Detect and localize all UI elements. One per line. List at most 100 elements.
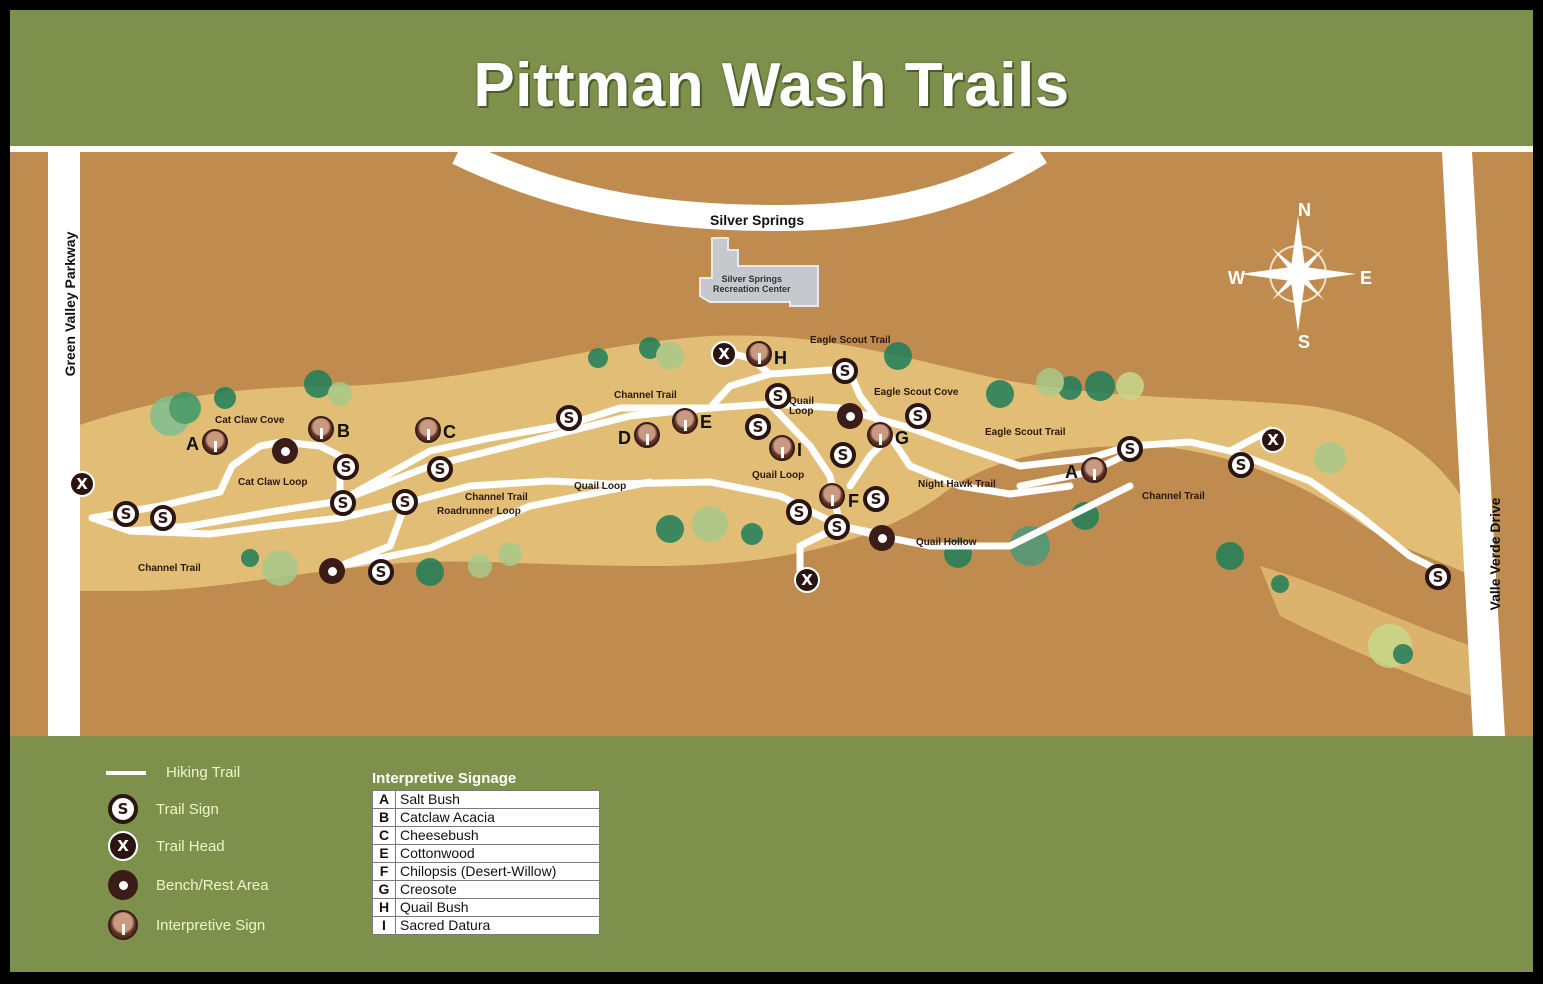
road-label-green-valley-parkway: Green Valley Parkway (62, 231, 78, 377)
trail-sign-marker[interactable]: S (786, 499, 812, 525)
trail-sign-marker[interactable]: S (1228, 452, 1254, 478)
signage-key: F (372, 862, 396, 881)
trail-sign-marker[interactable]: S (1117, 436, 1143, 462)
signage-name: Cheesebush (395, 826, 600, 845)
signage-name: Sacred Datura (395, 916, 600, 935)
label-channel-trail-sw: Channel Trail (138, 563, 201, 574)
trail-head-marker[interactable]: X (711, 341, 737, 367)
sign-letter-f: F (848, 491, 859, 511)
signage-key: A (372, 790, 396, 809)
label-roadrunner-loop: Roadrunner Loop (437, 506, 521, 517)
bench-rest-area-marker[interactable] (272, 438, 298, 464)
interpretive-sign-marker[interactable] (819, 483, 845, 509)
trail-sign-marker[interactable]: S (368, 559, 394, 585)
interpretive-sign-marker[interactable] (769, 435, 795, 461)
label-quail-loop-center: Quail Loop (752, 470, 805, 481)
signage-key: H (372, 898, 396, 917)
hiking-trail-line-icon (106, 770, 146, 775)
interpretive-sign-marker[interactable] (634, 422, 660, 448)
building-label: Silver Springs Recreation Center (713, 274, 791, 294)
signage-name: Chilopsis (Desert-Willow) (395, 862, 600, 881)
bench-icon (108, 870, 138, 900)
interpretive-sign-marker[interactable] (1081, 457, 1107, 483)
label-cat-claw-cove: Cat Claw Cove (215, 415, 285, 426)
legend: Hiking Trail S Trail Sign X Trail Head B… (10, 750, 1533, 972)
bench-rest-area-marker[interactable] (869, 525, 895, 551)
trail-sign-marker[interactable]: S (745, 414, 771, 440)
label-quail-loop-a-line1: Quail (789, 396, 815, 407)
trail-head-marker[interactable]: X (1260, 427, 1286, 453)
label-cat-claw-loop: Cat Claw Loop (238, 477, 308, 488)
sign-letter-e: E (700, 412, 713, 432)
road-label-valle-verde-drive: Valle Verde Drive (1487, 497, 1503, 611)
legend-bench-rest-area: Bench/Rest Area (106, 870, 269, 900)
road-label-silver-springs: Silver Springs (710, 212, 805, 228)
sign-letter-c: C (443, 422, 456, 442)
signage-name: Creosote (395, 880, 600, 899)
signage-name: Quail Bush (395, 898, 600, 917)
legend-label: Trail Head (156, 837, 225, 855)
trail-sign-icon: S (108, 794, 138, 824)
trail-sign-marker[interactable]: S (765, 383, 791, 409)
label-eagle-scout-trail-north: Eagle Scout Trail (810, 335, 891, 346)
trail-sign-marker[interactable]: S (392, 489, 418, 515)
trail-sign-marker[interactable]: S (150, 505, 176, 531)
trail-head-marker[interactable]: X (69, 471, 95, 497)
interpretive-sign-marker[interactable] (202, 429, 228, 455)
legend-label: Trail Sign (156, 800, 219, 818)
legend-label: Hiking Trail (166, 764, 241, 781)
signage-name: Salt Bush (395, 790, 600, 809)
sign-letter-g: G (895, 428, 910, 448)
signage-key: C (372, 826, 396, 845)
label-channel-trail-north: Channel Trail (614, 390, 677, 401)
trail-sign-marker[interactable]: S (333, 454, 359, 480)
label-night-hawk-trail: Night Hawk Trail (918, 479, 996, 490)
trail-sign-marker[interactable]: S (1425, 564, 1451, 590)
trail-sign-marker[interactable]: S (556, 405, 582, 431)
trail-sign-marker[interactable]: S (830, 442, 856, 468)
trail-map: Silver Springs Green Valley Parkway Vall… (10, 146, 1533, 736)
interpretive-sign-icon (108, 910, 138, 940)
bench-rest-area-marker[interactable] (837, 403, 863, 429)
sign-letter-b: B (337, 421, 350, 441)
trail-sign-marker[interactable]: S (330, 490, 356, 516)
interpretive-sign-marker[interactable] (308, 416, 334, 442)
page-title: Pittman Wash Trails (473, 50, 1070, 120)
label-eagle-scout-trail-east: Eagle Scout Trail (985, 427, 1066, 438)
trail-sign-marker[interactable]: S (905, 403, 931, 429)
label-quail-loop-a-line2: Loop (789, 406, 814, 417)
interpretive-sign-marker[interactable] (746, 341, 772, 367)
building-label-line2: Recreation Center (713, 284, 791, 294)
building-label-line1: Silver Springs (721, 274, 783, 284)
label-quail-loop-west: Quail Loop (574, 481, 627, 492)
trail-sign-marker[interactable]: S (832, 358, 858, 384)
sign-letter-i: I (797, 440, 803, 460)
trail-sign-marker[interactable]: S (824, 514, 850, 540)
interpretive-sign-marker[interactable] (672, 408, 698, 434)
legend-label: Interpretive Sign (156, 916, 266, 934)
legend-hiking-trail: Hiking Trail (106, 764, 240, 781)
sign-letter-a: A (186, 434, 199, 454)
bench-rest-area-marker[interactable] (319, 558, 345, 584)
compass-n: N (1298, 200, 1311, 220)
legend-label: Bench/Rest Area (156, 876, 269, 894)
interpretive-sign-marker[interactable] (415, 417, 441, 443)
trail-head-icon: X (108, 831, 138, 861)
trail-sign-marker[interactable]: S (427, 456, 453, 482)
legend-trail-sign: S Trail Sign (106, 794, 219, 824)
interpretive-sign-marker[interactable] (867, 422, 893, 448)
trail-sign-marker[interactable]: S (863, 486, 889, 512)
signage-key: I (372, 916, 396, 935)
trail-head-marker[interactable]: X (794, 567, 820, 593)
trail-sign-marker[interactable]: S (113, 501, 139, 527)
signage-key: G (372, 880, 396, 899)
label-channel-trail-east: Channel Trail (1142, 491, 1205, 502)
